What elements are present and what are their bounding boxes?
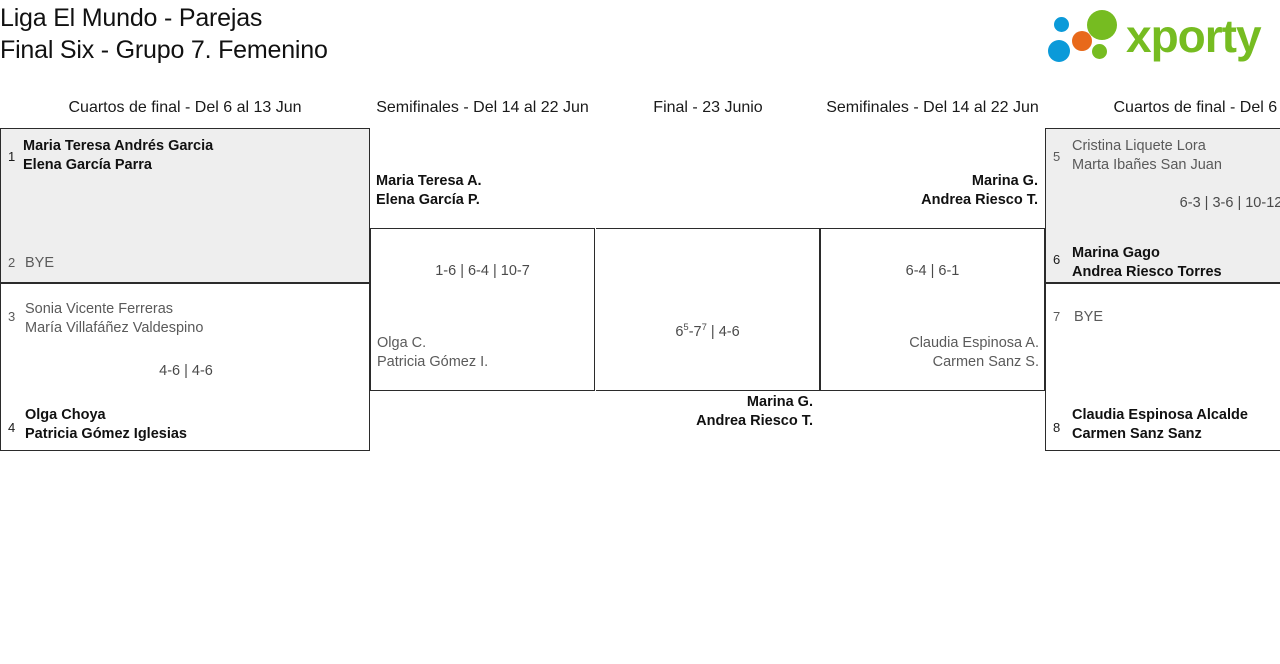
match-score: 1-6 | 6-4 | 10-7 [435,263,530,279]
match-score: 6-3 | 3-6 | 10-12 [1179,195,1280,211]
logo-dot-green-small [1092,44,1107,59]
seed-number: 6 [1053,252,1061,267]
team-name-top: Cristina Liquete Lora Marta Ibañes San J… [1072,138,1222,173]
match-box-sf1[interactable]: 1-6 | 6-4 | 10-7 Olga C. Patricia Gómez … [370,228,595,391]
round-header-quarterfinals-right: Cuartos de final - Del 6 al 13 Jun [1113,99,1278,116]
team-name-sf1-top: Maria Teresa A. Elena García P. [376,173,482,208]
logo-dot-orange [1072,31,1092,51]
match-score: 65-77 | 4-6 [675,322,740,340]
match-box-qf4[interactable]: 7 BYE 8 Claudia Espinosa Alcalde Carmen … [1045,283,1280,451]
match-box-qf3[interactable]: 5 Cristina Liquete Lora Marta Ibañes San… [1045,128,1280,283]
seed-number: 1 [8,149,16,164]
match-box-final[interactable]: 65-77 | 4-6 [596,228,820,391]
team-name-bottom: Olga Choya Patricia Gómez Iglesias [25,407,187,442]
seed-number: 2 [8,255,16,270]
team-name-bottom: Marina Gago Andrea Riesco Torres [1072,245,1222,280]
team-name-bottom: BYE [25,255,55,271]
match-box-qf1[interactable]: 1 Maria Teresa Andrés Garcia Elena Garcí… [0,128,370,283]
match-box-sf2[interactable]: 6-4 | 6-1 Claudia Espinosa A. Carmen San… [820,228,1045,391]
team-name-top: Maria Teresa Andrés Garcia Elena García … [23,138,214,173]
seed-number: 4 [8,420,16,435]
logo-dot-green-large [1087,10,1117,40]
page-title: Liga El Mundo - Parejas Final Six - Grup… [0,4,328,64]
seed-number: 7 [1053,309,1061,324]
team-name-bottom: Claudia Espinosa A. Carmen Sanz S. [909,335,1039,370]
round-header-semifinals-left: Semifinales - Del 14 al 22 Jun [376,99,589,116]
match-box-qf2[interactable]: 3 Sonia Vicente Ferreras María Villafáñe… [0,283,370,451]
logo-dot-blue-large [1048,40,1070,62]
logo-dot-blue-small [1054,17,1069,32]
seed-number: 5 [1053,149,1061,164]
round-header-semifinals-right: Semifinales - Del 14 al 22 Jun [826,99,1039,116]
team-name-final-bottom: Marina G. Andrea Riesco T. [696,394,813,429]
seed-number: 3 [8,309,16,324]
team-name-top: Sonia Vicente Ferreras María Villafáñez … [25,301,204,336]
match-score: 6-4 | 6-1 [905,263,960,279]
logo-wordmark: xporty [1126,10,1262,62]
match-score: 4-6 | 4-6 [159,363,213,379]
seed-number: 8 [1053,420,1061,435]
team-name-top: BYE [1074,309,1104,325]
xporty-logo: xporty [1048,6,1276,68]
team-name-bottom: Olga C. Patricia Gómez I. [377,335,489,370]
team-name-sf2-top: Marina G. Andrea Riesco T. [921,173,1038,208]
round-header-quarterfinals-left: Cuartos de final - Del 6 al 13 Jun [68,99,302,116]
team-name-bottom: Claudia Espinosa Alcalde Carmen Sanz San… [1072,407,1248,442]
round-header-final: Final - 23 Junio [653,99,763,116]
